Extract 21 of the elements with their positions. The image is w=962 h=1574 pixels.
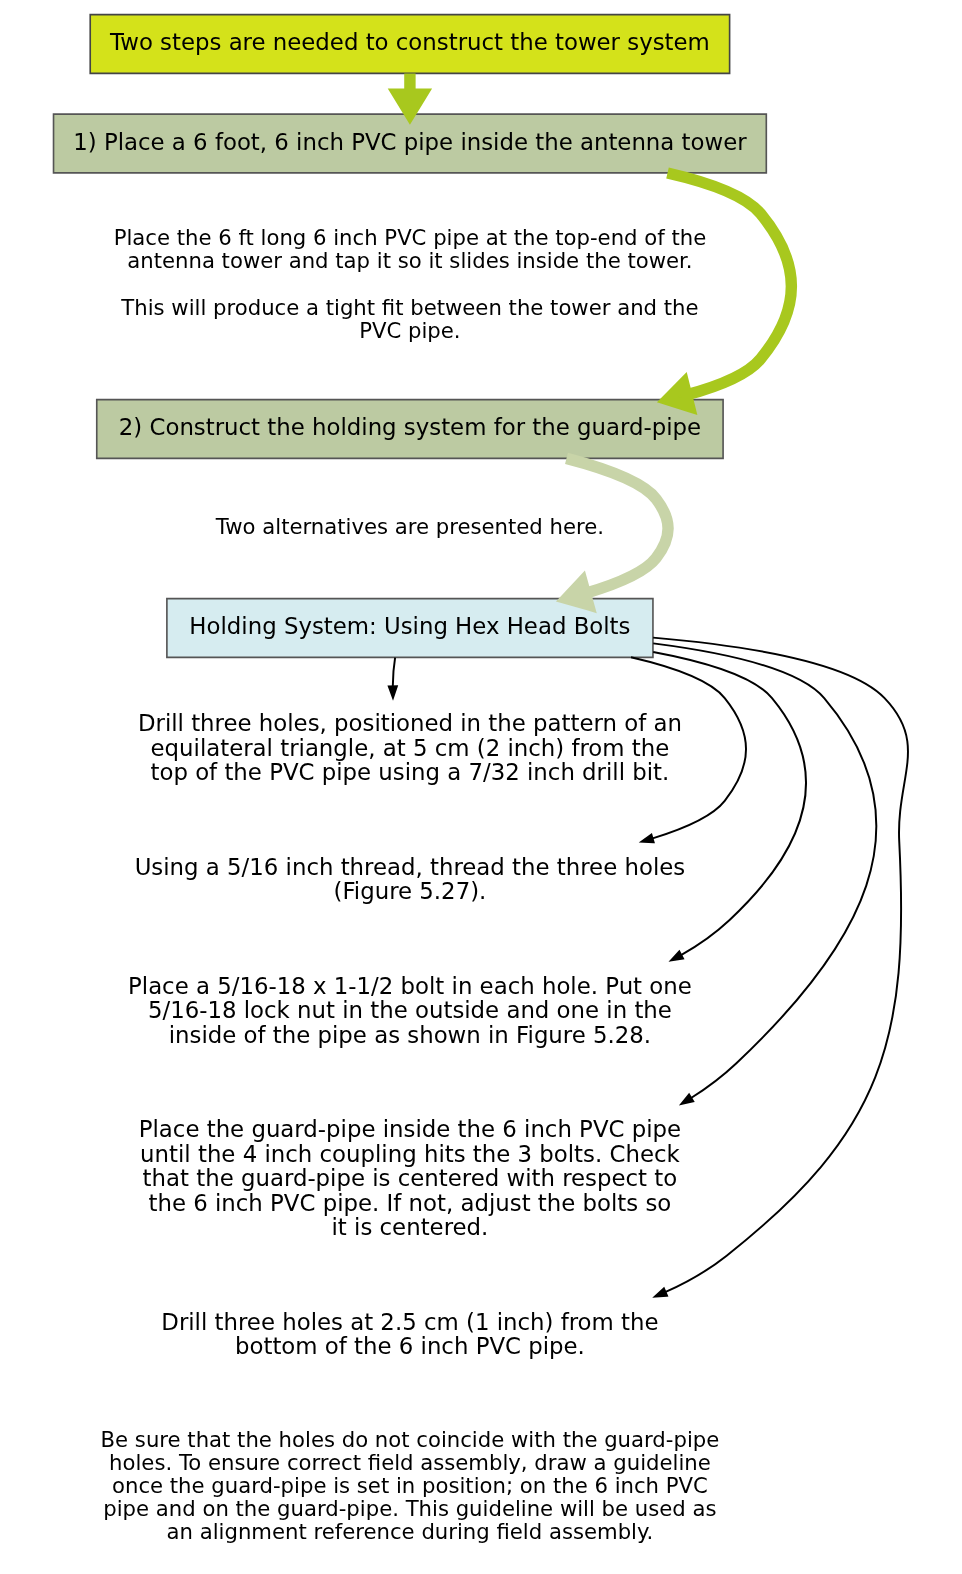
- arrow: [652, 636, 909, 1298]
- arrow: [652, 651, 807, 962]
- node-box: Holding System: Using Hex Head Bolts: [166, 597, 654, 659]
- node-text: Place the guard-pipe inside the 6 inch PVC pipe until the 4 inch coupling hits the 3 bolts. Check that the guard-pipe is centered with respect to the 6 inch PVC pipe. If not, adjust the bolts so it is centered.: [138, 1116, 682, 1241]
- arrow: [387, 656, 399, 701]
- node-box: 2) Construct the holding system for the guard-pipe: [95, 398, 724, 460]
- node-text: Drill three holes, positioned in the pattern of an equilateral triangle, at 5 cm (2 inch) from the top of the PVC pipe using a 7/32 inch drill bit.: [137, 710, 682, 785]
- node-text: Drill three holes at 2.5 cm (1 inch) from the bottom of the 6 inch PVC pipe.: [161, 1308, 659, 1360]
- node-text: Place a 5/16-18 x 1-1/2 bolt in each hole. Put one 5/16-18 lock nut in the outside and one in the inside of the pipe as shown in Figure 5.28.: [128, 972, 692, 1048]
- arrow: [656, 167, 798, 416]
- arrow: [652, 642, 878, 1106]
- node-label: This will produce a tight fit between the tower and the PVC pipe.: [121, 295, 699, 344]
- arrow: [555, 452, 674, 614]
- arrow: [387, 73, 433, 125]
- node-box: 1) Place a 6 foot, 6 inch PVC pipe inside the antenna tower: [52, 113, 768, 174]
- node-text: Using a 5/16 inch thread, thread the three holes (Figure 5.27).: [134, 853, 686, 905]
- node-label: Two alternatives are presented here.: [215, 514, 605, 540]
- node-box: Two steps are needed to construct the tower system: [89, 13, 731, 75]
- node-label: Place the 6 ft long 6 inch PVC pipe at the top-end of the antenna tower and tap it so it slides inside the tower.: [113, 225, 707, 274]
- arrow: [630, 656, 747, 844]
- node-label: Be sure that the holes do not coincide with the guard-pipe holes. To ensure correct field assembly, draw a guideline once the guard-pipe is set in position; on the 6 inch PVC pipe and on the guard-pipe. This guideline will be used as an alignment reference during field assembly.: [100, 1427, 720, 1544]
